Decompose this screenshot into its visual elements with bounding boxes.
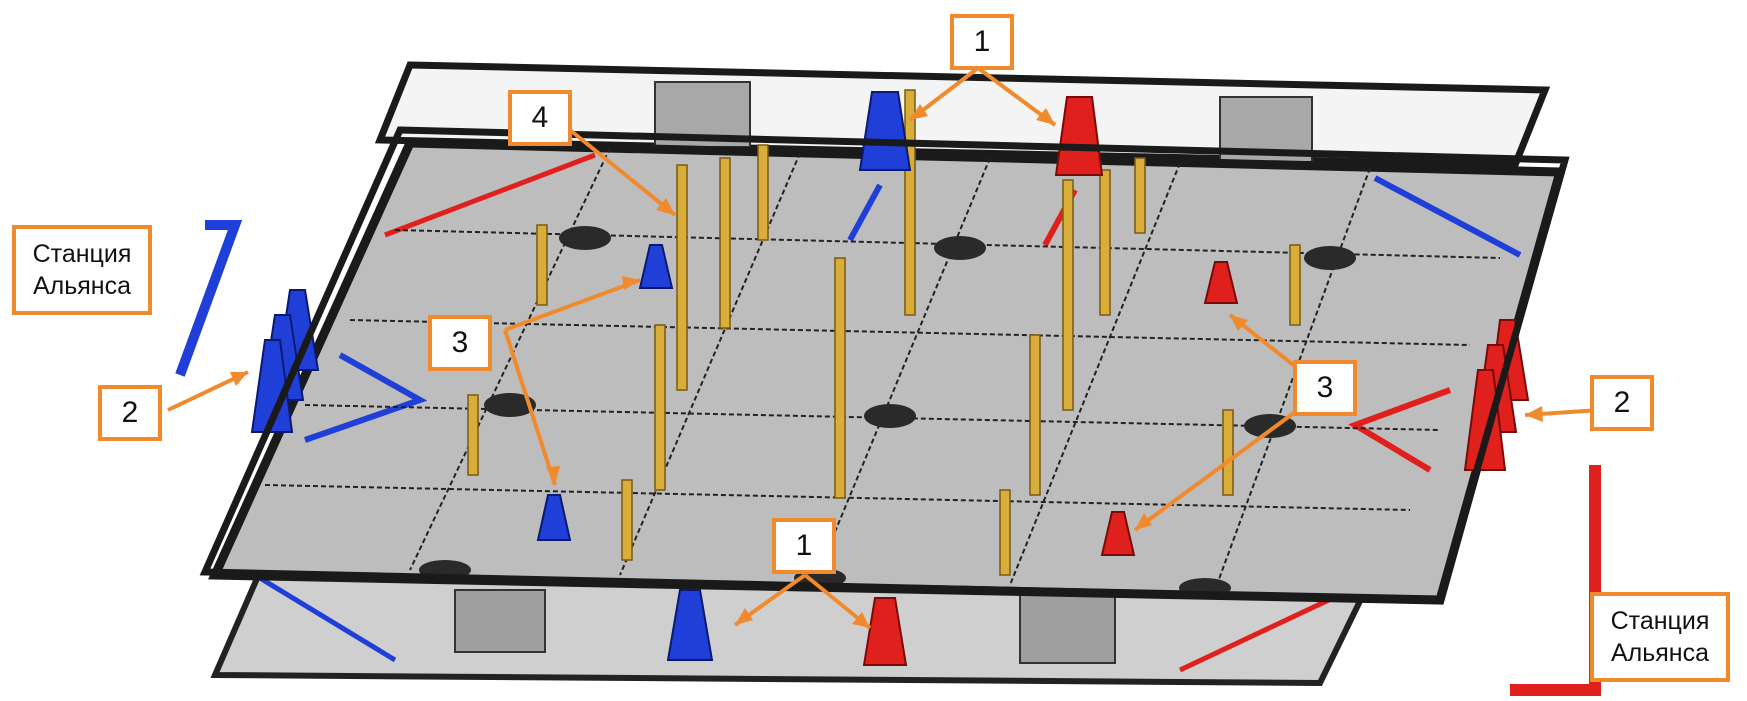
posts <box>467 89 1301 576</box>
single-cones <box>536 244 1239 556</box>
callout-3-right: 3 <box>1293 360 1357 416</box>
main-field-mat <box>208 138 1566 605</box>
callout-alliance-station-red: Станция Альянса <box>1590 592 1730 682</box>
callout-3-left: 3 <box>428 315 492 371</box>
blue-corner-line-right <box>1373 175 1522 258</box>
callout-2-left: 2 <box>98 385 162 441</box>
callout-4: 4 <box>508 90 572 146</box>
red-start-v <box>1348 387 1452 473</box>
blue-cone-stack-front <box>666 589 714 661</box>
lower-blue-line <box>253 572 397 663</box>
callout-alliance-station-blue: Станция Альянса <box>12 225 152 315</box>
callout-arrowheads <box>230 104 1543 628</box>
blue-start-v <box>304 352 428 443</box>
callout-1-top: 1 <box>950 14 1014 70</box>
front-frame <box>199 126 1570 604</box>
blue-alliance-station-marker <box>175 220 243 377</box>
blue-line-back <box>384 152 596 238</box>
red-cone-stack-front <box>862 597 908 666</box>
lower-storage-pad-left <box>454 589 546 653</box>
red-alliance-station-marker <box>1510 465 1601 696</box>
lower-storage-pad-right <box>1019 594 1116 664</box>
callout-2-right: 2 <box>1590 375 1654 431</box>
lower-red-line <box>1178 587 1352 673</box>
blue-ramp-line-1 <box>847 183 883 242</box>
callout-1-bottom: 1 <box>772 518 836 574</box>
